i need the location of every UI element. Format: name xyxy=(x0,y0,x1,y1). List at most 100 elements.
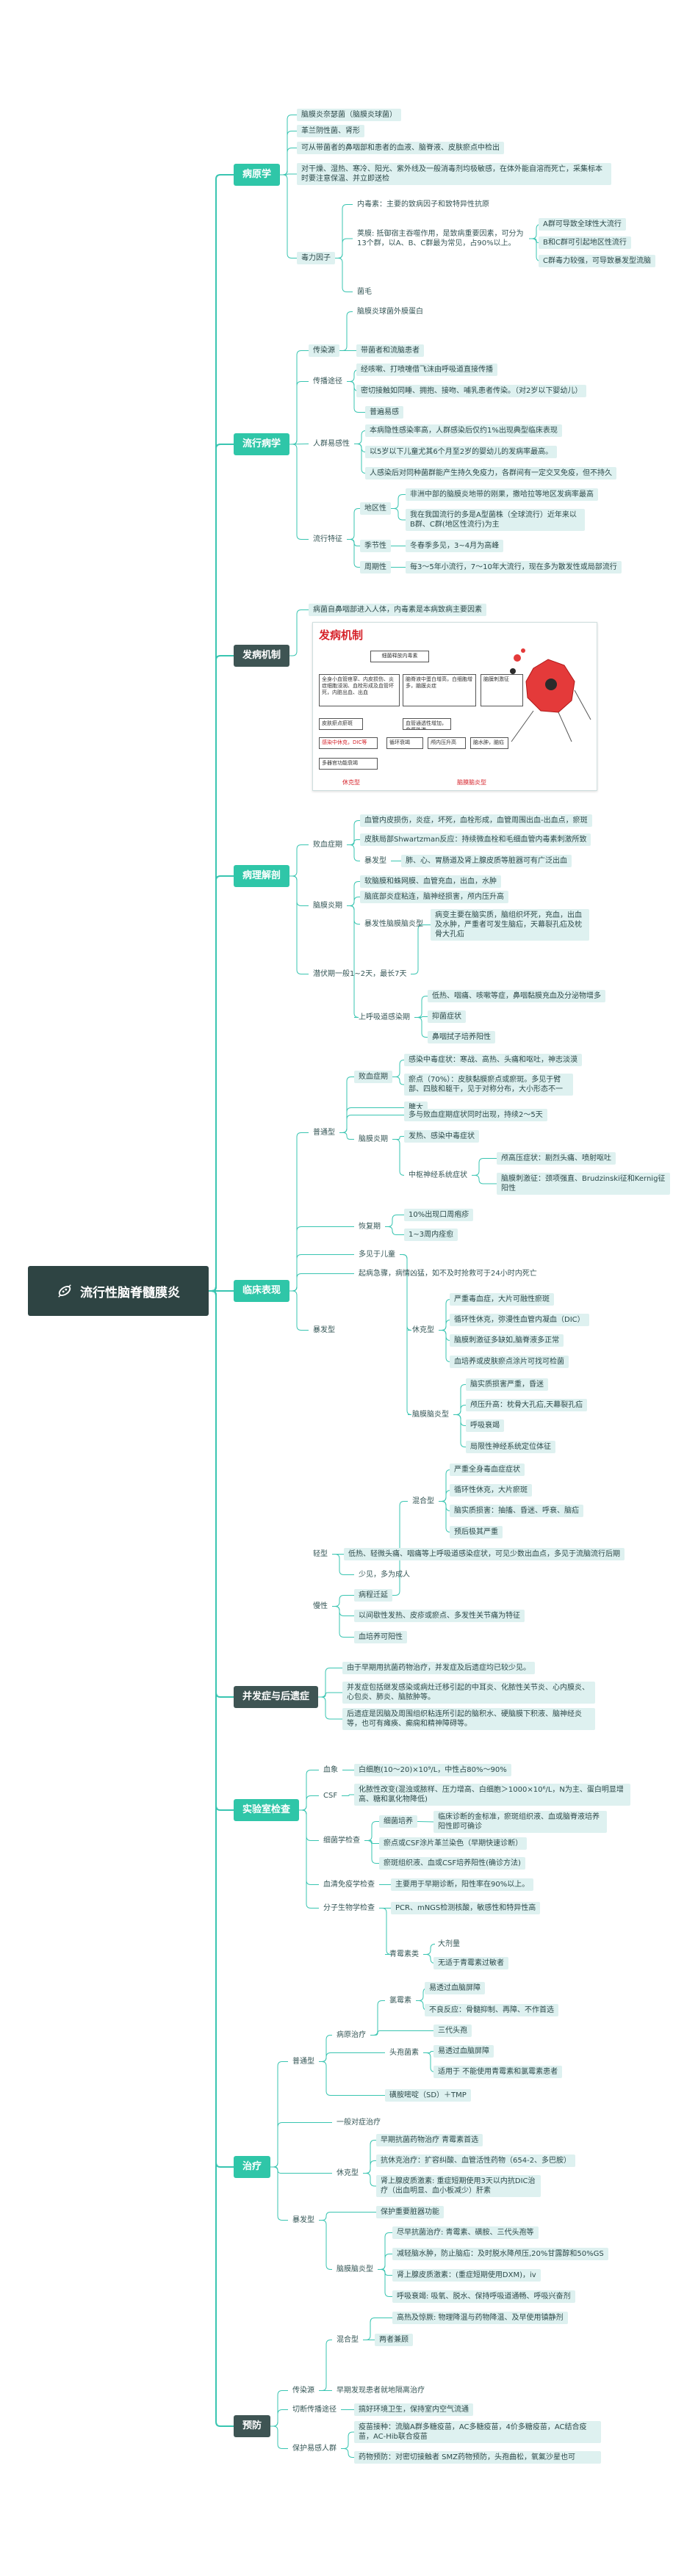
node[interactable]: 带菌者和流脑患者 xyxy=(356,344,424,357)
node[interactable]: 脑实质损害严重，昏迷 xyxy=(466,1378,548,1391)
node[interactable]: 季节性 xyxy=(360,540,391,552)
node[interactable]: 并发症包括继发感染或病灶迁移引起的中耳炎、化脓性关节炎、心内膜炎、心包炎、肺炎、… xyxy=(342,1682,595,1704)
node[interactable]: B和C群可引起地区性流行 xyxy=(539,236,631,249)
node[interactable]: 切断传播途径 xyxy=(292,2406,337,2414)
node[interactable]: 本病隐性感染率高，人群感染后仅约1%出现典型临床表现 xyxy=(365,424,562,437)
node[interactable]: 脑膜刺激征：颈项强直、Brudzinski征和Kernig征阳性 xyxy=(497,1173,670,1195)
node[interactable]: 瘀斑组织液、血或CSF培养阳性(确诊方法) xyxy=(379,1857,525,1870)
node[interactable]: 冬春季多见，3~4月为高峰 xyxy=(406,540,504,552)
node[interactable]: 流行特征 xyxy=(313,535,342,543)
node[interactable]: 细菌学检查 xyxy=(323,1837,360,1845)
node[interactable]: 保护重要脏器功能 xyxy=(376,2206,444,2218)
node[interactable]: C群毒力较强，可导致暴发型流脑 xyxy=(539,255,655,267)
node[interactable]: 休克型 xyxy=(412,1326,434,1334)
node[interactable]: 三代头孢 xyxy=(433,2025,472,2037)
node[interactable]: 不良反应：骨髓抑制、再障、不作首选 xyxy=(425,2004,558,2016)
node[interactable]: A群可导致全球性大流行 xyxy=(539,218,626,231)
node[interactable]: 暴发型 xyxy=(292,2216,314,2224)
node[interactable]: 中枢神经系统症状 xyxy=(409,1171,467,1179)
node[interactable]: 氯霉素 xyxy=(389,1997,411,2005)
node[interactable]: 以5岁以下儿童尤其6个月至2岁的婴幼儿的发病率最高。 xyxy=(365,446,558,458)
node[interactable]: 脑膜刺激征多缺如,脑脊液多正常 xyxy=(450,1334,564,1347)
section-shiyanshi[interactable]: 实验室检查 xyxy=(234,1799,300,1821)
node[interactable]: 化脓性改变(混浊或脓样、压力增高、白细胞＞1000×10⁶/L，N为主、蛋白明显… xyxy=(354,1784,630,1806)
node[interactable]: 潜伏期一般1~2天，最长7天 xyxy=(313,970,407,978)
node[interactable]: 革兰阴性菌、肾形 xyxy=(297,125,364,137)
node[interactable]: 药物预防：对密切接触者 SMZ药物预防，头孢曲松，氧氟沙星也可 xyxy=(354,2451,601,2464)
node[interactable]: 病原治疗 xyxy=(337,2031,366,2039)
node[interactable]: 两者兼顾 xyxy=(375,2334,413,2346)
node[interactable]: 白细胞(10～20)×10⁹/L，中性占80%～90% xyxy=(354,1764,511,1776)
node[interactable]: 无适于青霉素过敏者 xyxy=(433,1957,508,1969)
node[interactable]: 软脑膜和蛛网膜、血管充血，出血，水肿 xyxy=(360,875,501,888)
node[interactable]: 颅压升高：枕骨大孔疝,天幕裂孔疝 xyxy=(466,1399,588,1411)
node[interactable]: 多见于儿童 xyxy=(359,1251,395,1259)
node[interactable]: 颅高压症状：剧烈头痛、喷射呕吐 xyxy=(497,1152,616,1165)
node[interactable]: 减轻脑水肿，防止脑疝：及时脱水降颅压,20%甘露醇和50%GS xyxy=(392,2248,608,2260)
node[interactable]: 一般对症治疗 xyxy=(337,2119,381,2127)
node[interactable]: 脑膜炎期 xyxy=(359,1135,388,1143)
node[interactable]: 肺、心、胃肠道及肾上腺皮质等脏器可有广泛出血 xyxy=(401,855,572,867)
node[interactable]: 传染源 xyxy=(292,2387,314,2395)
node[interactable]: 严重毒血症，大片可融性瘀斑 xyxy=(450,1293,554,1306)
node[interactable]: 适用于 不能使用青霉素和氯霉素患者 xyxy=(433,2066,563,2078)
node[interactable]: 每3～5年小流行，7～10年大流行，现在多为散发性或局部流行 xyxy=(406,561,622,574)
section-linchuangbiaoxian[interactable]: 临床表现 xyxy=(234,1280,290,1302)
node[interactable]: 10%出现口周疱疹 xyxy=(404,1209,474,1221)
node[interactable]: 普遍易感 xyxy=(365,406,403,419)
node[interactable]: 以间歇性发热、皮疹或瘀点、多发性关节痛为特征 xyxy=(354,1610,525,1622)
node[interactable]: 预后极其严重 xyxy=(450,1526,503,1538)
node[interactable]: 由于早期用抗菌药物治疗，并发症及后遗症均已较少见。 xyxy=(342,1662,535,1674)
node[interactable]: 皮肤局部Shwartzman反应：持续微血栓和毛细血管内毒素刺激所致 xyxy=(360,833,591,846)
node[interactable]: 低热、咽痛、咳嗽等症，鼻咽黏膜充血及分泌物增多 xyxy=(428,990,605,1002)
node[interactable]: 传播途径 xyxy=(313,377,342,386)
node[interactable]: 病变主要在脑实质，脑组织坏死，充血，出血及水肿，严重者可发生脑疝，天幕裂孔疝及枕… xyxy=(431,909,589,941)
node[interactable]: 鼻咽拭子培养阳性 xyxy=(428,1031,495,1043)
node[interactable]: 人群易感性 xyxy=(313,440,350,448)
node[interactable]: 血管内皮损伤，炎症，坏死，血栓形成，血管周围出血-出血点，瘀斑 xyxy=(360,814,592,827)
node[interactable]: 恢复期 xyxy=(359,1223,381,1231)
node[interactable]: 后遗症是因脑及周围组织粘连所引起的脑积水、硬脑膜下积液、脑神经炎等，也可有瘫痪、… xyxy=(342,1708,595,1730)
node[interactable]: 磺胺嘧啶（SD）＋TMP xyxy=(385,2089,471,2102)
node[interactable]: 青霉素类 xyxy=(389,1950,419,1958)
node[interactable]: 局限性神经系统定位体征 xyxy=(466,1441,555,1453)
node[interactable]: 普通型 xyxy=(292,2058,314,2066)
node[interactable]: 脑膜脑炎型 xyxy=(412,1411,449,1419)
node[interactable]: PCR、mNGS检测核酸，敏感性和特异性高 xyxy=(391,1902,541,1914)
node[interactable]: 细菌培养 xyxy=(379,1815,417,1828)
node[interactable]: 地区性 xyxy=(360,502,391,515)
node[interactable]: 瘀点（70%）：皮肤黏膜瘀点或瘀斑。多见于臂部、四肢和躯干，见于对称分布，大小形… xyxy=(404,1074,573,1096)
node[interactable]: 少见，多为成人 xyxy=(359,1571,410,1579)
node[interactable]: 保护易感人群 xyxy=(292,2445,337,2453)
node[interactable]: 临床诊断的金标准，瘀斑组织液、血或脑脊液培养阳性即可确诊 xyxy=(433,1811,607,1833)
node[interactable]: 肾上腺皮质激素: 重症短期使用3天以内抗DIC治疗（出血明显、血小板减少）肝素 xyxy=(376,2175,541,2197)
node[interactable]: 经咳嗽、打喷嚏借飞沫由呼吸道直接传播 xyxy=(356,363,497,376)
node[interactable]: 传染源 xyxy=(309,344,339,357)
node[interactable]: 慢性 xyxy=(313,1602,328,1610)
node[interactable]: 1~3周内痊愈 xyxy=(404,1229,458,1241)
node[interactable]: 轻型 xyxy=(313,1550,328,1558)
node[interactable]: 荚膜: 抵御宿主吞噬作用，是致病重要因素，可分为13个群，以A、B、C群最为常见… xyxy=(357,230,524,247)
node[interactable]: 感染中毒症状：寒战、高热、头痛和呕吐，神志淡漠 xyxy=(404,1054,582,1066)
node[interactable]: 早期抗菌药物治疗 青霉素首选 xyxy=(376,2134,483,2146)
node[interactable]: 血培养可阳性 xyxy=(354,1631,407,1643)
section-fabingjizhi[interactable]: 发病机制 xyxy=(234,645,290,667)
node[interactable]: 早期发现患者就地隔离治疗 xyxy=(337,2387,425,2395)
node[interactable]: 我在我国流行的多是A型菌株（全球流行）近年来以B群、C群(地区性流行)为主 xyxy=(406,509,585,531)
node[interactable]: 菌毛 xyxy=(357,288,372,296)
node[interactable]: 血培养或皮肤瘀点涂片可找可检菌 xyxy=(450,1356,569,1368)
node[interactable]: 循环性休克，大片瘀斑 xyxy=(450,1484,532,1497)
node[interactable]: 主要用于早期诊断，阳性率在90%以上。 xyxy=(391,1878,534,1891)
node[interactable]: 暴发型 xyxy=(364,857,386,865)
node[interactable]: 疫苗接种：流脑A群多糖疫苗，AC多糖疫苗，4价多糖疫苗，AC结合疫苗，AC-Hi… xyxy=(354,2421,601,2443)
section-binglijiepou[interactable]: 病理解剖 xyxy=(234,865,290,887)
node[interactable]: 循环性休克，弥漫性血管内凝血（DIC） xyxy=(450,1314,589,1326)
node[interactable]: 毒力因子 xyxy=(297,252,335,264)
section-yufang[interactable]: 预防 xyxy=(234,2415,271,2437)
node[interactable]: 混合型 xyxy=(412,1497,434,1505)
node[interactable]: 人感染后对同种菌群能产生持久免疫力，各群间有一定交叉免疫，但不持久 xyxy=(365,467,616,480)
node[interactable]: 对干燥、湿热、寒冷、阳光、紫外线及一般消毒剂均极敏感，在体外能自溶而死亡，采集标… xyxy=(297,163,611,185)
root-topic[interactable]: 流行性脑脊髓膜炎 xyxy=(28,1266,209,1316)
node[interactable]: 非洲中部的脑膜炎地带的刚果，撒哈拉等地区发病率最高 xyxy=(406,488,598,501)
node[interactable]: 抑菌症状 xyxy=(428,1010,466,1023)
